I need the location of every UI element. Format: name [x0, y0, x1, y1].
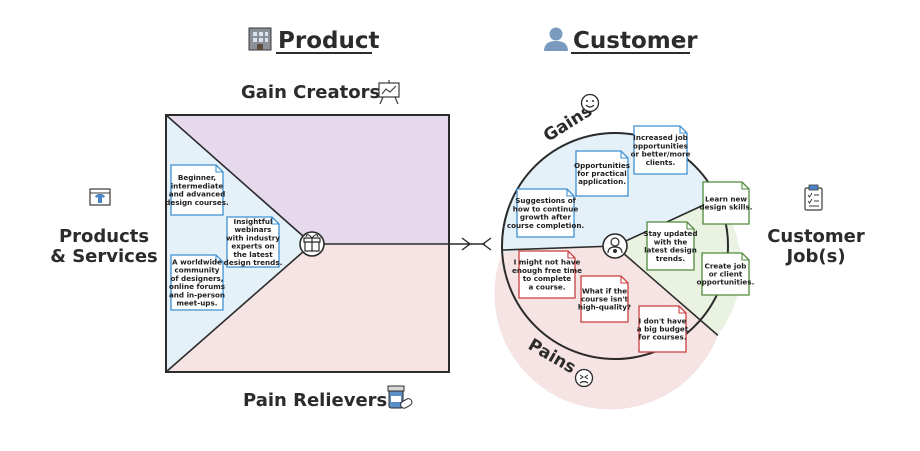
person-silhouette-icon	[544, 27, 568, 51]
customer-jobs-heading: Customer Job(s)	[767, 184, 865, 267]
products-services-heading: Products & Services	[50, 188, 158, 267]
note-text-line: meet-ups.	[177, 299, 218, 308]
note-text-line: Learn new	[705, 194, 747, 203]
note-text-line: and in-person	[169, 290, 225, 299]
note-text-line: application.	[578, 177, 626, 186]
note-text-line: for practical	[577, 169, 626, 178]
note-text-line: and advanced	[169, 190, 226, 199]
gain-creators-heading: Gain Creators	[241, 80, 400, 105]
note-text-line: or client	[709, 270, 743, 279]
note-text-line: with the	[654, 237, 688, 246]
note-text-line: opportunities	[633, 141, 688, 150]
medicine-icon	[387, 385, 413, 409]
note-text-line: a course.	[528, 282, 565, 291]
note-text-line: how to continue	[513, 204, 579, 213]
clipboard-checklist-icon	[804, 184, 823, 211]
note-text-line: Beginner,	[178, 173, 216, 182]
note-text-line: I don't have	[638, 316, 686, 325]
product-title: Product	[278, 28, 379, 54]
note-text-line: growth after	[520, 213, 572, 222]
shirt-on-screen-icon	[89, 188, 111, 206]
note-text-line: the latest	[233, 250, 273, 259]
chart-presentation-icon	[378, 80, 400, 105]
note-text-line: experts on	[231, 242, 274, 251]
gift-icon	[299, 231, 325, 257]
pain-relievers-area	[166, 244, 449, 372]
note-text-line: latest design	[644, 246, 697, 255]
note-text-line: or better/more	[631, 150, 691, 159]
note-text-line: Opportunities	[574, 161, 630, 170]
note-text-line: of designers,	[170, 274, 223, 283]
customer-jobs-label-line1: Customer	[767, 226, 865, 247]
note-text-line: Stay updated	[643, 229, 697, 238]
note-text-line: course isn't	[581, 295, 629, 304]
note-text-line: course completion.	[507, 221, 584, 230]
customer-header: Customer	[544, 27, 698, 54]
note-text-line: Suggestions of	[515, 196, 576, 205]
note-text-line: clients.	[646, 158, 676, 167]
upset-face-icon	[574, 368, 594, 388]
note-text-line: for courses.	[638, 333, 686, 342]
smiley-face-icon	[580, 93, 600, 113]
note-text-line: Insightful	[234, 217, 273, 226]
office-building-icon	[248, 27, 272, 51]
note-text-line: webinars	[235, 225, 272, 234]
customer-jobs-label-line2: Job(s)	[784, 246, 845, 267]
note-text-line: online forums	[169, 282, 225, 291]
pain-relievers-label: Pain Relievers	[243, 390, 387, 411]
note-text-line: Increased job	[633, 133, 688, 142]
note-text-line: A worldwide	[172, 258, 222, 267]
products-label: Products	[59, 226, 149, 247]
note-text-line: What if the	[582, 286, 627, 295]
fit-connector-arrow	[449, 237, 492, 251]
services-label: & Services	[50, 246, 158, 267]
customer-title: Customer	[573, 28, 698, 54]
note-text-line: community	[175, 266, 220, 275]
note-text-line: trends.	[656, 254, 685, 263]
gain-creators-area	[166, 115, 449, 244]
note-text-line: high-quality?	[578, 303, 631, 312]
note-text-line: enough free time	[512, 266, 582, 275]
note-text-line: Create job	[705, 261, 747, 270]
note-text-line: intermediate	[171, 181, 224, 190]
note-text-line: design skills.	[700, 203, 753, 212]
pain-relievers-heading: Pain Relievers	[243, 385, 413, 411]
note-text-line: I might not have	[514, 258, 581, 267]
note-text-line: a big budget	[637, 325, 689, 334]
note-text-line: opportunities.	[697, 278, 755, 287]
note-text-line: design courses.	[165, 198, 229, 207]
note-text-line: with industry	[226, 233, 280, 242]
note-text-line: design trends.	[224, 258, 283, 267]
note-text-line: to complete	[523, 274, 571, 283]
product-header: Product	[248, 27, 379, 54]
gain-creators-label: Gain Creators	[241, 82, 380, 103]
customer-avatar-icon	[602, 233, 628, 259]
